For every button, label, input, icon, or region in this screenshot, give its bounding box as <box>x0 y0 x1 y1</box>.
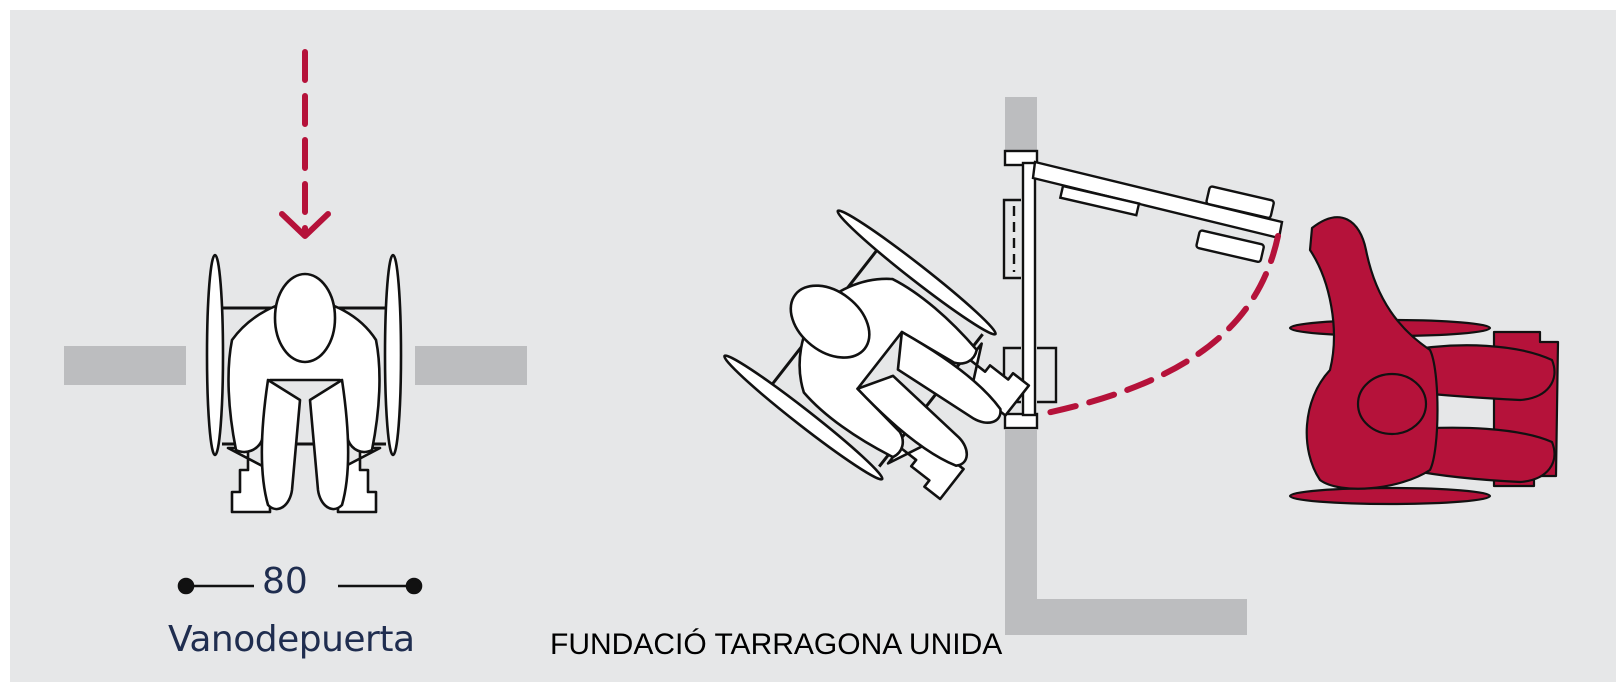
wheelchair-user-icon <box>205 253 403 514</box>
wall-lower-l-segment <box>1005 430 1247 635</box>
wall-right-segment <box>415 346 527 385</box>
arrow-down-icon <box>279 49 331 239</box>
wheelchair-user-red-icon <box>1288 216 1560 506</box>
dimension-line <box>177 577 423 595</box>
organization-footer: FUNDACIÓ TARRAGONA UNIDA <box>550 628 1003 661</box>
doorway-scene <box>64 49 527 595</box>
doorway-caption: Vanodepuerta <box>168 619 415 660</box>
door-maneuver-scene <box>723 97 1560 635</box>
door-leaf-icon <box>1031 160 1284 263</box>
wall-upper-segment <box>1005 97 1037 159</box>
wall-left-segment <box>64 346 186 385</box>
wheelchair-user-approaching-icon <box>723 209 1031 501</box>
dimension-value: 80 <box>262 561 308 602</box>
door-frame <box>1002 149 1058 430</box>
door-swing-arc-icon <box>1034 233 1281 418</box>
